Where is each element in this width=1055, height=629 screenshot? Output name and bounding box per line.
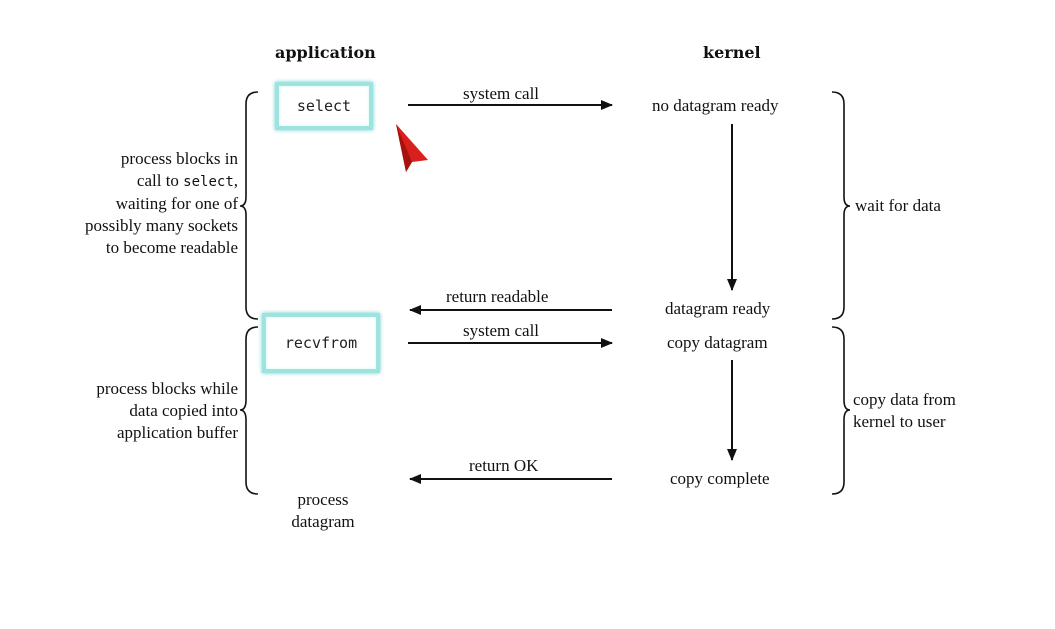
label-system-call-1: system call bbox=[463, 84, 540, 103]
note-process-line1: process bbox=[297, 490, 349, 509]
note-process-line2: datagram bbox=[291, 512, 355, 531]
label-return-readable: return readable bbox=[446, 287, 549, 306]
state-copy-complete: copy complete bbox=[670, 469, 770, 488]
note-select-line3: waiting for one of bbox=[115, 194, 238, 213]
note-select-line2-suffix: , bbox=[233, 171, 238, 190]
brace-copy-data bbox=[831, 326, 851, 495]
label-system-call-2: system call bbox=[463, 321, 540, 340]
note-select-line2: call to select, bbox=[30, 170, 238, 193]
note-select-line2-prefix: call to bbox=[136, 171, 184, 190]
recvfrom-call-box: recvfrom bbox=[262, 313, 380, 373]
label-return-ok: return OK bbox=[469, 456, 539, 475]
state-copy-datagram: copy datagram bbox=[667, 333, 768, 352]
brace-recv-block bbox=[239, 326, 259, 495]
note-wait-for-data: wait for data bbox=[855, 196, 941, 215]
note-copy-line1: copy data from bbox=[853, 390, 956, 409]
note-recv-line3: application buffer bbox=[116, 423, 238, 442]
note-select-line2-code: select bbox=[183, 174, 234, 190]
brace-select-block bbox=[239, 91, 259, 320]
note-copy-line2: kernel to user bbox=[853, 412, 946, 431]
brace-wait-for-data bbox=[831, 91, 851, 320]
note-process-datagram: process datagram bbox=[268, 489, 378, 533]
note-select-line4: possibly many sockets bbox=[85, 216, 238, 235]
header-application: application bbox=[275, 43, 376, 62]
pointer-icon bbox=[396, 124, 428, 172]
select-call-box: select bbox=[275, 82, 373, 130]
state-no-datagram-ready: no datagram ready bbox=[652, 96, 779, 115]
note-select-block: process blocks in call to select, waitin… bbox=[30, 148, 238, 259]
note-select-line5: to become readable bbox=[105, 238, 238, 257]
note-select-line1: process blocks in bbox=[120, 149, 238, 168]
note-recv-line1: process blocks while bbox=[96, 379, 238, 398]
note-recv-line2: data copied into bbox=[129, 401, 238, 420]
note-recv-block: process blocks while data copied into ap… bbox=[30, 378, 238, 444]
note-copy-data: copy data from kernel to user bbox=[853, 389, 956, 433]
header-kernel: kernel bbox=[703, 43, 761, 62]
state-datagram-ready: datagram ready bbox=[665, 299, 771, 318]
